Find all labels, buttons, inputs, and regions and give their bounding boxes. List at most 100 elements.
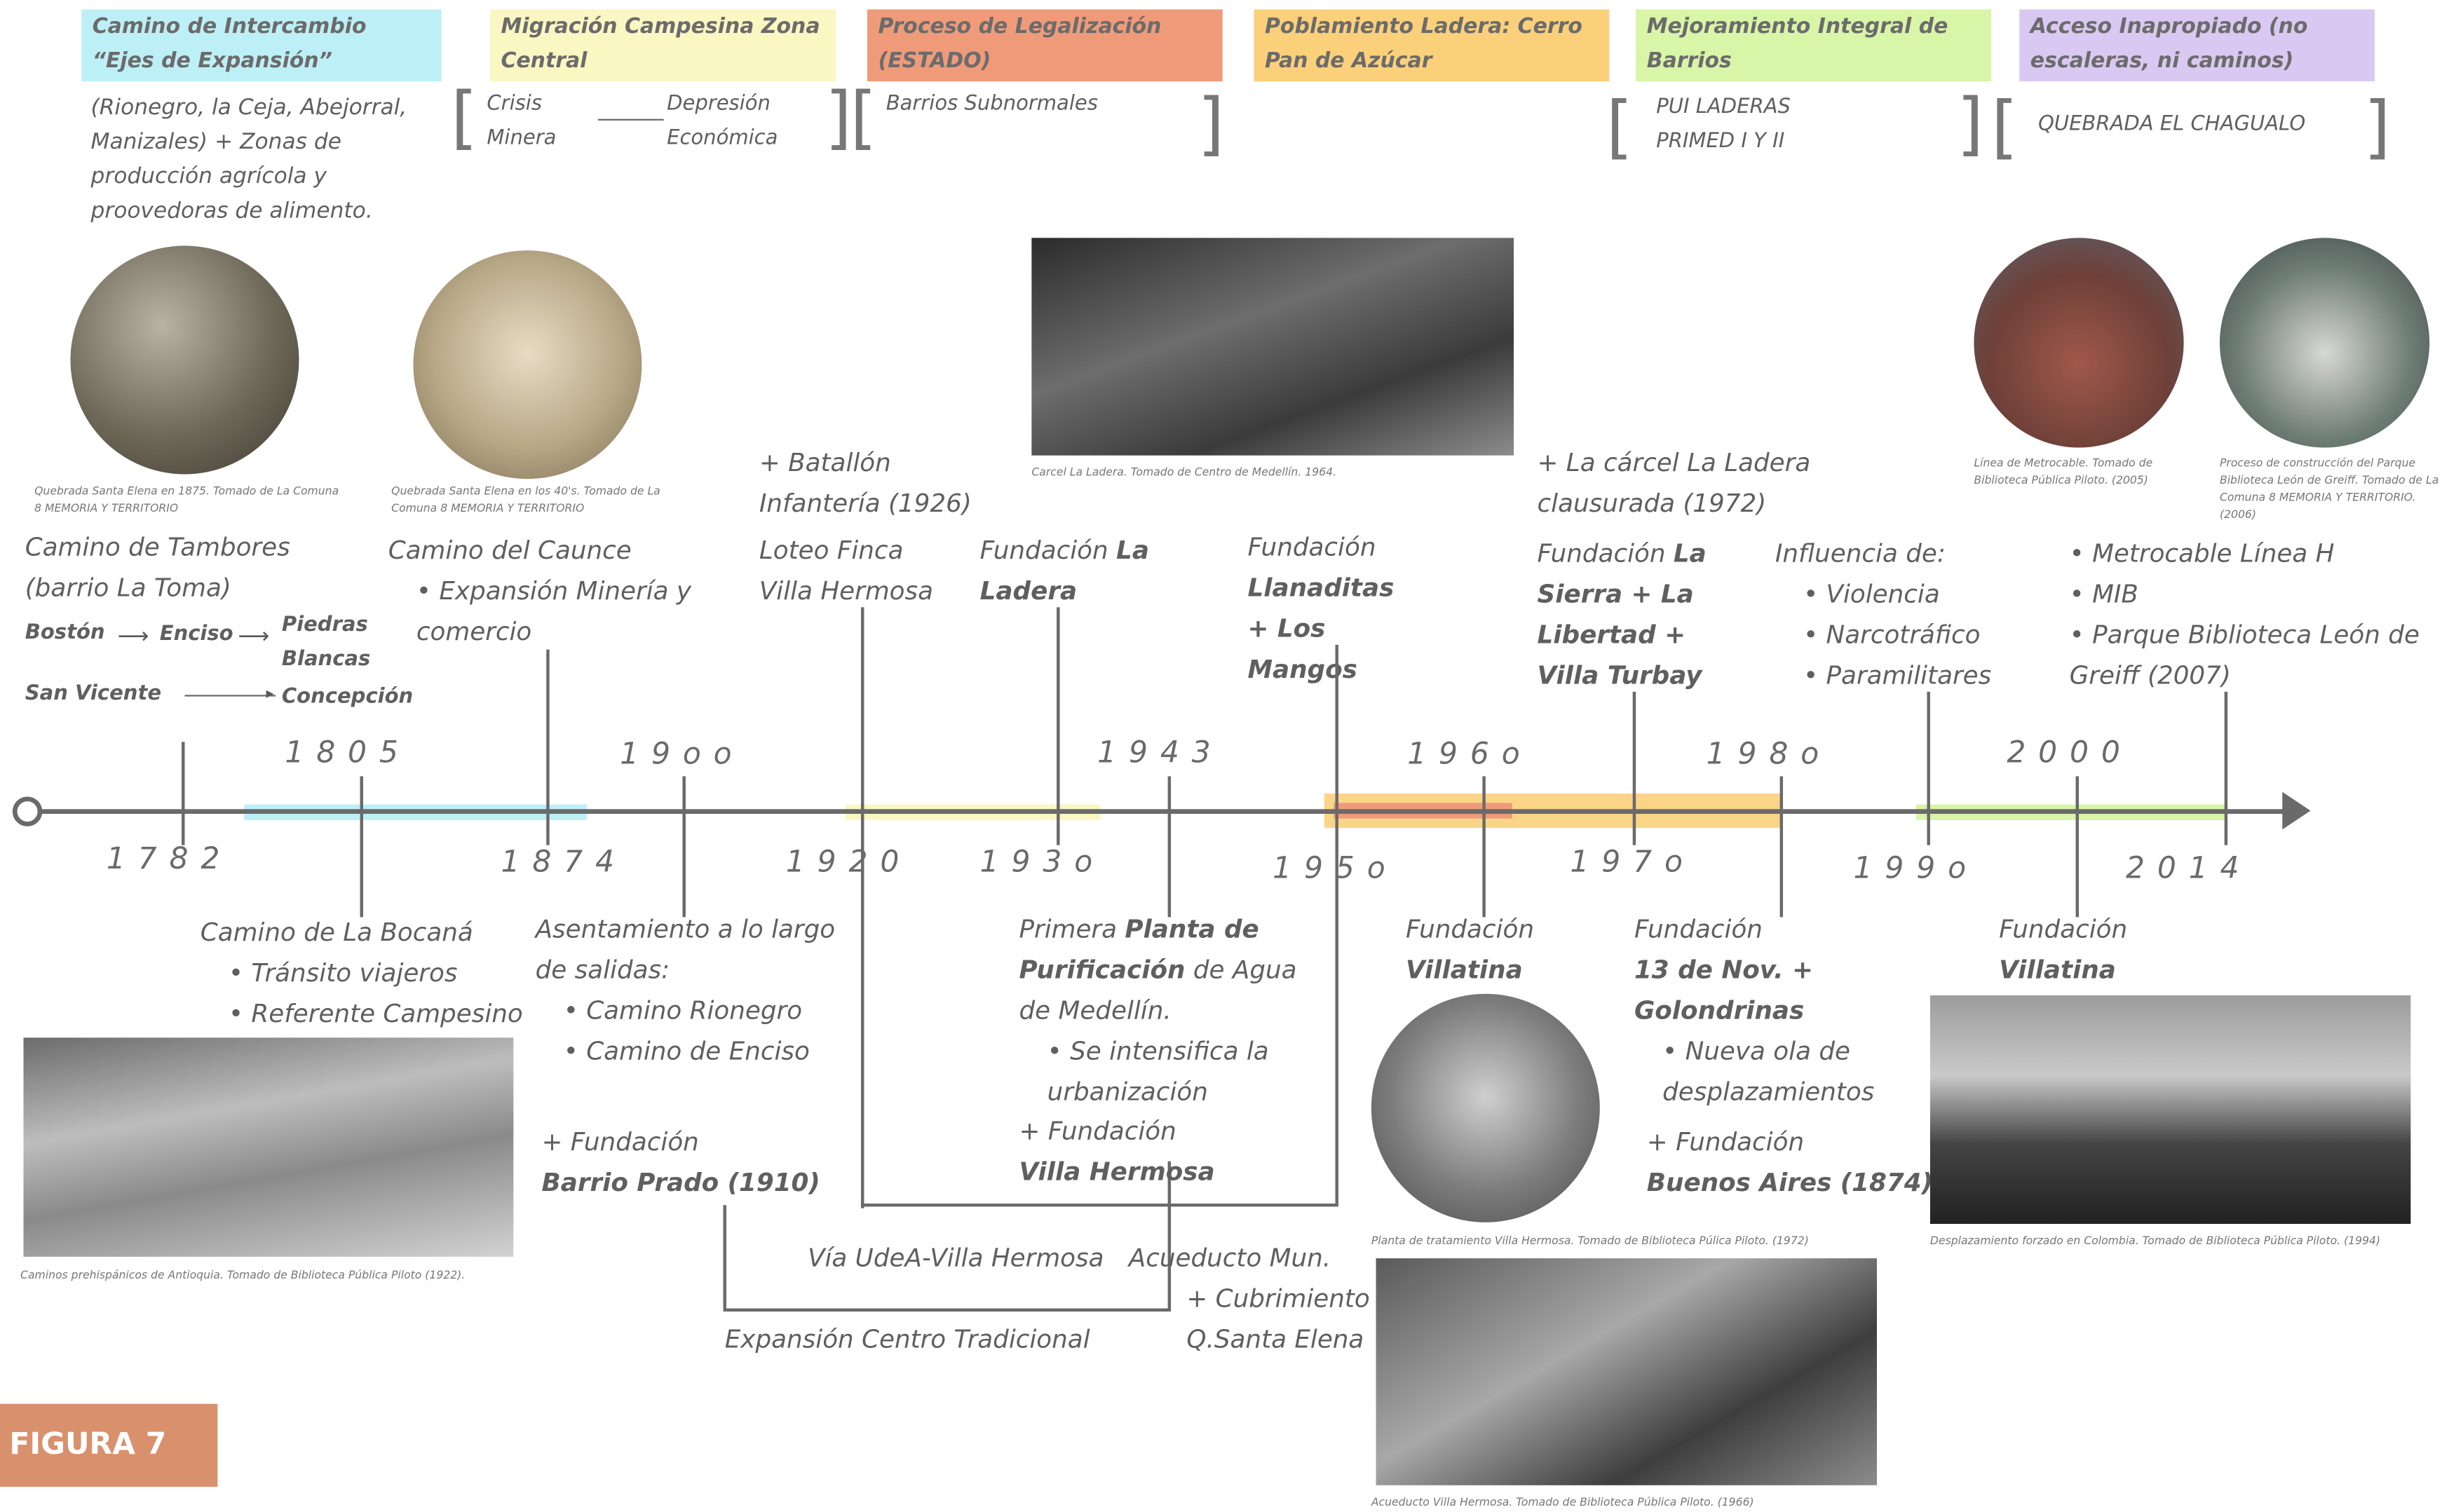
event-camino-bocana: Camino de La Bocaná	[200, 917, 473, 947]
event-loteo-finca: Loteo Finca Villa Hermosa	[759, 535, 934, 606]
caunce-item: Expansión Minería y comercio	[416, 571, 698, 653]
event-fundacion-ba-prefix: + Fundación	[1646, 1126, 1805, 1157]
subnormal-note: Barrios Subnormales	[886, 92, 1098, 116]
arrow-icon: ⟶	[117, 624, 149, 650]
connector-caunce	[546, 649, 550, 845]
arrow-line	[184, 695, 276, 697]
event-buenos-aires: Buenos Aires (1874)	[1646, 1167, 1933, 1198]
nov-item: Nueva ola de desplazamientos	[1662, 1031, 1913, 1112]
bocana-item: Referente Campesino	[229, 994, 522, 1035]
photo-metrocable	[1974, 238, 2184, 448]
bracket-open: [	[451, 78, 478, 158]
exchange-note: (Rionegro, la Ceja, Abejorral, Manizales…	[90, 95, 407, 224]
year-label: 198o	[1706, 737, 1832, 772]
connector-1805	[360, 776, 363, 918]
event-influencia: Influencia de:	[1775, 538, 1946, 568]
event-fundacion-villatina2-prefix: Fundación	[1999, 913, 2128, 944]
photo-carcel-la-ladera	[1031, 238, 1514, 456]
bocana-list: Tránsito viajeros Referente Campesino	[229, 953, 522, 1035]
header-inadequate-access: Acceso Inapropiado (no escaleras, ni cam…	[2019, 9, 2375, 82]
connector-villatina	[1482, 776, 1486, 918]
connector-la-ladera	[1057, 607, 1060, 845]
timeline-arrow-icon	[2282, 791, 2311, 830]
year-label: 195o	[1273, 852, 1397, 886]
header-neighborhood-improvement: Mejoramiento Integral de Barrios	[1636, 9, 1991, 82]
event-villa-hermosa: Villa Hermosa	[1019, 1156, 1215, 1187]
caption-acueducto-villa-hermosa: Acueducto Villa Hermosa. Tomado de Bibli…	[1371, 1496, 1754, 1509]
event-villatina-2: Villatina	[1999, 954, 2116, 985]
year-label: 196o	[1407, 737, 1533, 772]
event-fundacion-vh-prefix: + Fundación	[1019, 1115, 1176, 1146]
connector-prado	[723, 1205, 726, 1312]
year-label: 19oo	[620, 737, 745, 772]
nov-list: Nueva ola de desplazamientos	[1662, 1031, 1913, 1112]
caption-biblioteca-construction: Proceso de construcción del Parque Bibli…	[2219, 456, 2439, 522]
connector-metrocable	[2224, 691, 2228, 845]
crisis-connector	[597, 118, 664, 121]
photo-acueducto-villa-hermosa	[1376, 1258, 1878, 1485]
pui-note: PUI LADERAS	[1656, 95, 1791, 119]
bracket-close: ]	[2363, 88, 2391, 168]
influencia-item: Narcotráfico	[1803, 615, 1991, 655]
event-via-udea: Vía UdeA-Villa Hermosa	[808, 1242, 1104, 1273]
event-batallon: + Batallón Infantería (1926)	[759, 447, 972, 519]
year-label: 1874	[501, 845, 627, 880]
event-planta-purificacion: Primera Planta de Purificación de Agua d…	[1019, 913, 1297, 1026]
place-boston: Bostón	[25, 621, 105, 645]
connector-la-sierra	[1632, 691, 1636, 845]
place-concepcion: Concepción	[281, 685, 414, 709]
timeline-axis	[26, 809, 2293, 815]
header-rural-migration: Migración Campesina Zona Central	[489, 9, 836, 82]
connector-loteo	[860, 607, 864, 1208]
caption-caminos-prehispanicos: Caminos prehispánicos de Antioquia. Toma…	[20, 1269, 466, 1282]
header-legalization: Proceso de Legalización (ESTADO)	[867, 9, 1223, 82]
connector-villatina-2	[2075, 776, 2080, 918]
year-label: 193o	[979, 845, 1106, 880]
photo-planta-tratamiento	[1371, 993, 1600, 1222]
year-label: 1805	[285, 735, 411, 770]
influencia-item: Paramilitares	[1803, 656, 1992, 697]
event-fundacion-villatina-prefix: Fundación	[1405, 913, 1534, 944]
event-fundacion-13nov-prefix: Fundación	[1634, 913, 1763, 944]
asentamiento-item: Camino Rionegro	[564, 990, 810, 1031]
year-label: 199o	[1853, 851, 1979, 886]
metrocable-list: Metrocable Línea H MIB Parque Biblioteca…	[2070, 533, 2430, 696]
year-label: 1920	[785, 845, 912, 880]
place-piedras-blancas: Piedras Blancas	[281, 613, 371, 672]
connector-expansion	[723, 1308, 1172, 1312]
figure-label: FIGURA 7	[0, 1403, 218, 1487]
year-label: 1782	[106, 842, 233, 877]
connector-1943	[1167, 776, 1172, 918]
connector-acueducto	[1167, 1161, 1172, 1312]
bracket-close: ]	[1956, 84, 1984, 165]
place-enciso: Enciso	[159, 622, 233, 647]
primed-note: PRIMED I Y II	[1656, 130, 1785, 154]
caption-carcel-la-ladera: Carcel La Ladera. Tomado de Centro de Me…	[1031, 466, 1337, 479]
connector-influencia	[1927, 691, 1930, 845]
year-label: 1943	[1097, 735, 1223, 770]
event-fundacion-llanaditas: Fundación Llanaditas + Los Mangos	[1247, 532, 1395, 684]
photo-desplazamiento	[1929, 995, 2411, 1224]
event-asentamiento: Asentamiento a lo largo de salidas:	[535, 913, 836, 985]
event-villatina: Villatina	[1405, 954, 1523, 985]
event-cubrimiento: + Cubrimiento Q.Santa Elena	[1186, 1283, 1370, 1354]
caption-quebrada-1940s: Quebrada Santa Elena en los 40's. Tomado…	[391, 485, 660, 515]
event-fundacion-prado-prefix: + Fundación	[541, 1126, 699, 1157]
event-camino-tambores: Camino de Tambores (barrio La Toma)	[25, 532, 290, 603]
event-barrio-prado: Barrio Prado (1910)	[541, 1167, 820, 1198]
arrow-icon: ▸	[266, 685, 274, 703]
photo-quebrada-1940s	[413, 250, 642, 479]
timeline-start-dot	[12, 796, 43, 826]
event-13-nov: 13 de Nov. + Golondrinas	[1634, 954, 1814, 1026]
bracket-close: ]	[1198, 84, 1225, 165]
place-san-vicente: San Vicente	[25, 682, 162, 706]
year-label: 197o	[1570, 845, 1695, 880]
influencia-list: Violencia Narcotráfico Paramilitares	[1803, 574, 1992, 697]
metro-item: MIB	[2070, 574, 2430, 615]
connector-llanaditas	[1335, 644, 1338, 1206]
year-label: 2014	[2126, 851, 2252, 886]
bracket-close: ]	[825, 78, 852, 158]
event-fundacion-la-ladera: Fundación La Ladera	[979, 535, 1149, 606]
connector-1782	[181, 742, 185, 845]
arrow-icon: ⟶	[238, 624, 270, 650]
